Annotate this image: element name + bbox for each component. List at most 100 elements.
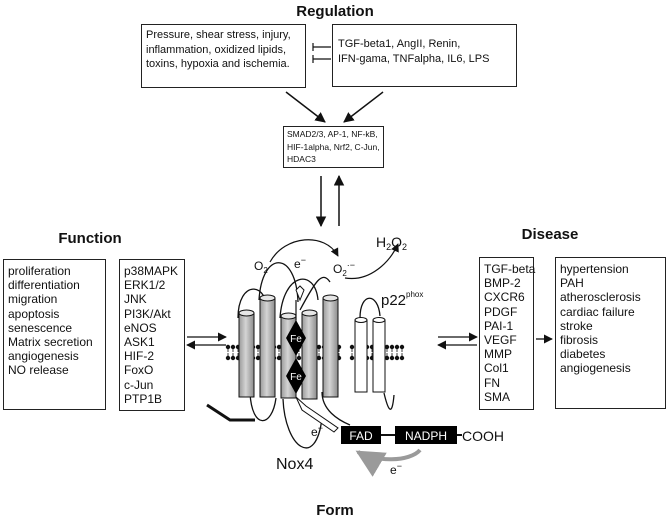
lipid-head	[276, 355, 282, 361]
p22-helix	[354, 319, 368, 393]
heme-groups: Fe Fe	[286, 300, 306, 394]
disease-mediator-item: SMA	[484, 389, 511, 404]
o2-label: O2	[254, 259, 268, 275]
form-heading: Form	[316, 502, 354, 519]
signaling-item: eNOS	[124, 320, 157, 335]
disease-item: stroke	[560, 318, 593, 333]
p22-label: p22	[381, 292, 406, 309]
lipid-head	[394, 344, 400, 350]
signaling-list-box: p38MAPK ERK1/2 JNK PI3K/Akt eNOS ASK1 HI…	[119, 259, 185, 411]
disease-item: angiogenesis	[560, 361, 631, 376]
disease-item: fibrosis	[560, 333, 599, 348]
lipid-head	[384, 344, 390, 350]
electron-label: e−	[294, 255, 306, 271]
stimuli-line: toxins, hypoxia and ischemia.	[146, 58, 290, 70]
function-item: senescence	[8, 320, 73, 335]
nox4-label: Nox4	[276, 456, 313, 473]
stimuli-box: Pressure, shear stress, injury, inflamma…	[141, 24, 306, 88]
tf-line: HIF-1alpha, Nrf2, C-Jun,	[287, 141, 380, 152]
electron-transfer-arrows	[295, 285, 339, 433]
fad-domain	[341, 426, 381, 444]
lipid-head	[230, 344, 236, 350]
tf-line: HDAC3	[287, 154, 316, 164]
mediators-box: TGF-beta1, AngII, Renin, IFN-gama, TNFal…	[332, 24, 517, 87]
transmembrane-helix	[301, 312, 318, 400]
function-list: proliferation differentiation migration …	[8, 264, 101, 378]
signaling-item: p38MAPK	[124, 264, 179, 278]
function-item: Matrix secretion	[8, 335, 93, 350]
p22phox	[354, 317, 386, 393]
function-item: proliferation	[8, 264, 71, 278]
helix-top	[322, 294, 339, 302]
disease-mediator-item: PDGF	[484, 304, 518, 319]
fe-label: Fe	[290, 372, 302, 383]
disease-mediator-item: CXCR6	[484, 290, 525, 305]
function-item: differentiation	[8, 278, 80, 293]
transmembrane-helix	[238, 312, 255, 398]
mediators-line: TGF-beta1, AngII, Renin,	[338, 38, 461, 50]
disease-item: cardiac failure	[560, 304, 635, 319]
tf-line: SMAD2/3, AP-1, NF-kB,	[287, 129, 378, 139]
disease-item: diabetes	[560, 347, 606, 362]
lipid-head	[225, 355, 231, 361]
disease-item: PAH	[560, 276, 584, 291]
signaling-item: HIF-2	[124, 349, 154, 364]
lipid-head	[349, 355, 355, 361]
p22-helix	[372, 319, 386, 393]
dehydrogenase-domain: FAD NADPH COOH	[341, 426, 504, 444]
nadph-domain	[395, 426, 457, 444]
function-item: angiogenesis	[8, 349, 79, 364]
superoxide-label: O2·−	[333, 260, 355, 278]
fad-label: FAD	[349, 429, 373, 443]
disease-mediator-item: BMP-2	[484, 276, 521, 291]
signaling-item: PTP1B	[124, 391, 163, 406]
signaling-list: p38MAPK ERK1/2 JNK PI3K/Akt eNOS ASK1 HI…	[124, 264, 180, 406]
stimuli-line: Pressure, shear stress, injury,	[146, 29, 291, 41]
disease-list-box: hypertension PAH atherosclerosis cardiac…	[555, 257, 666, 409]
signaling-item: ERK1/2	[124, 278, 166, 293]
transmembrane-helix	[259, 297, 276, 398]
helix-top	[280, 312, 297, 320]
lipid-head	[230, 355, 236, 361]
regulation-arrows	[285, 91, 384, 123]
inhibition-connectors	[312, 43, 331, 63]
signaling-item: c-Jun	[124, 377, 154, 392]
disease-heading: Disease	[521, 226, 579, 243]
cooh-label: COOH	[462, 428, 504, 444]
heme-diamond	[286, 320, 306, 356]
regulation-heading: Regulation	[296, 3, 374, 20]
signaling-item: FoxO	[124, 363, 154, 378]
lipid-head	[316, 344, 322, 350]
mediators-line: IFN-gama, TNFalpha, IL6, LPS	[338, 52, 490, 65]
heme-diamond	[286, 358, 306, 394]
p22-helix-top	[372, 317, 386, 323]
lipid-head	[399, 355, 405, 361]
disease-mediator-item: Col1	[484, 361, 509, 376]
phox-label: phox	[406, 290, 423, 299]
h2o2-label: H2O2	[376, 234, 407, 252]
signaling-item: JNK	[124, 292, 147, 307]
nox4-helices	[238, 294, 339, 400]
function-item: migration	[8, 292, 58, 307]
lipid-head	[255, 344, 261, 350]
vertical-arrows	[315, 174, 345, 228]
electron-label-bottom: e−	[390, 461, 402, 477]
helix-top	[238, 309, 255, 317]
electron-label-lower: e−	[311, 423, 323, 439]
disease-mediator-item: VEGF	[484, 333, 517, 348]
reaction-arrows	[269, 239, 399, 280]
disease-mediator-item: PAI-1	[484, 318, 514, 333]
disease-mediator-item: TGF-beta	[484, 262, 536, 276]
lipid-head	[225, 344, 231, 350]
lipid-head	[316, 355, 322, 361]
disease-item: hypertension	[560, 262, 629, 276]
function-list-box: proliferation differentiation migration …	[3, 259, 106, 410]
lipid-head	[255, 355, 261, 361]
horizontal-arrows	[186, 332, 553, 350]
stimuli-line: inflammation, oxidized lipids,	[146, 43, 287, 56]
lipid-head	[384, 355, 390, 361]
signaling-item: ASK1	[124, 335, 155, 350]
signaling-item: PI3K/Akt	[124, 306, 171, 321]
disease-list: hypertension PAH atherosclerosis cardiac…	[560, 262, 661, 376]
